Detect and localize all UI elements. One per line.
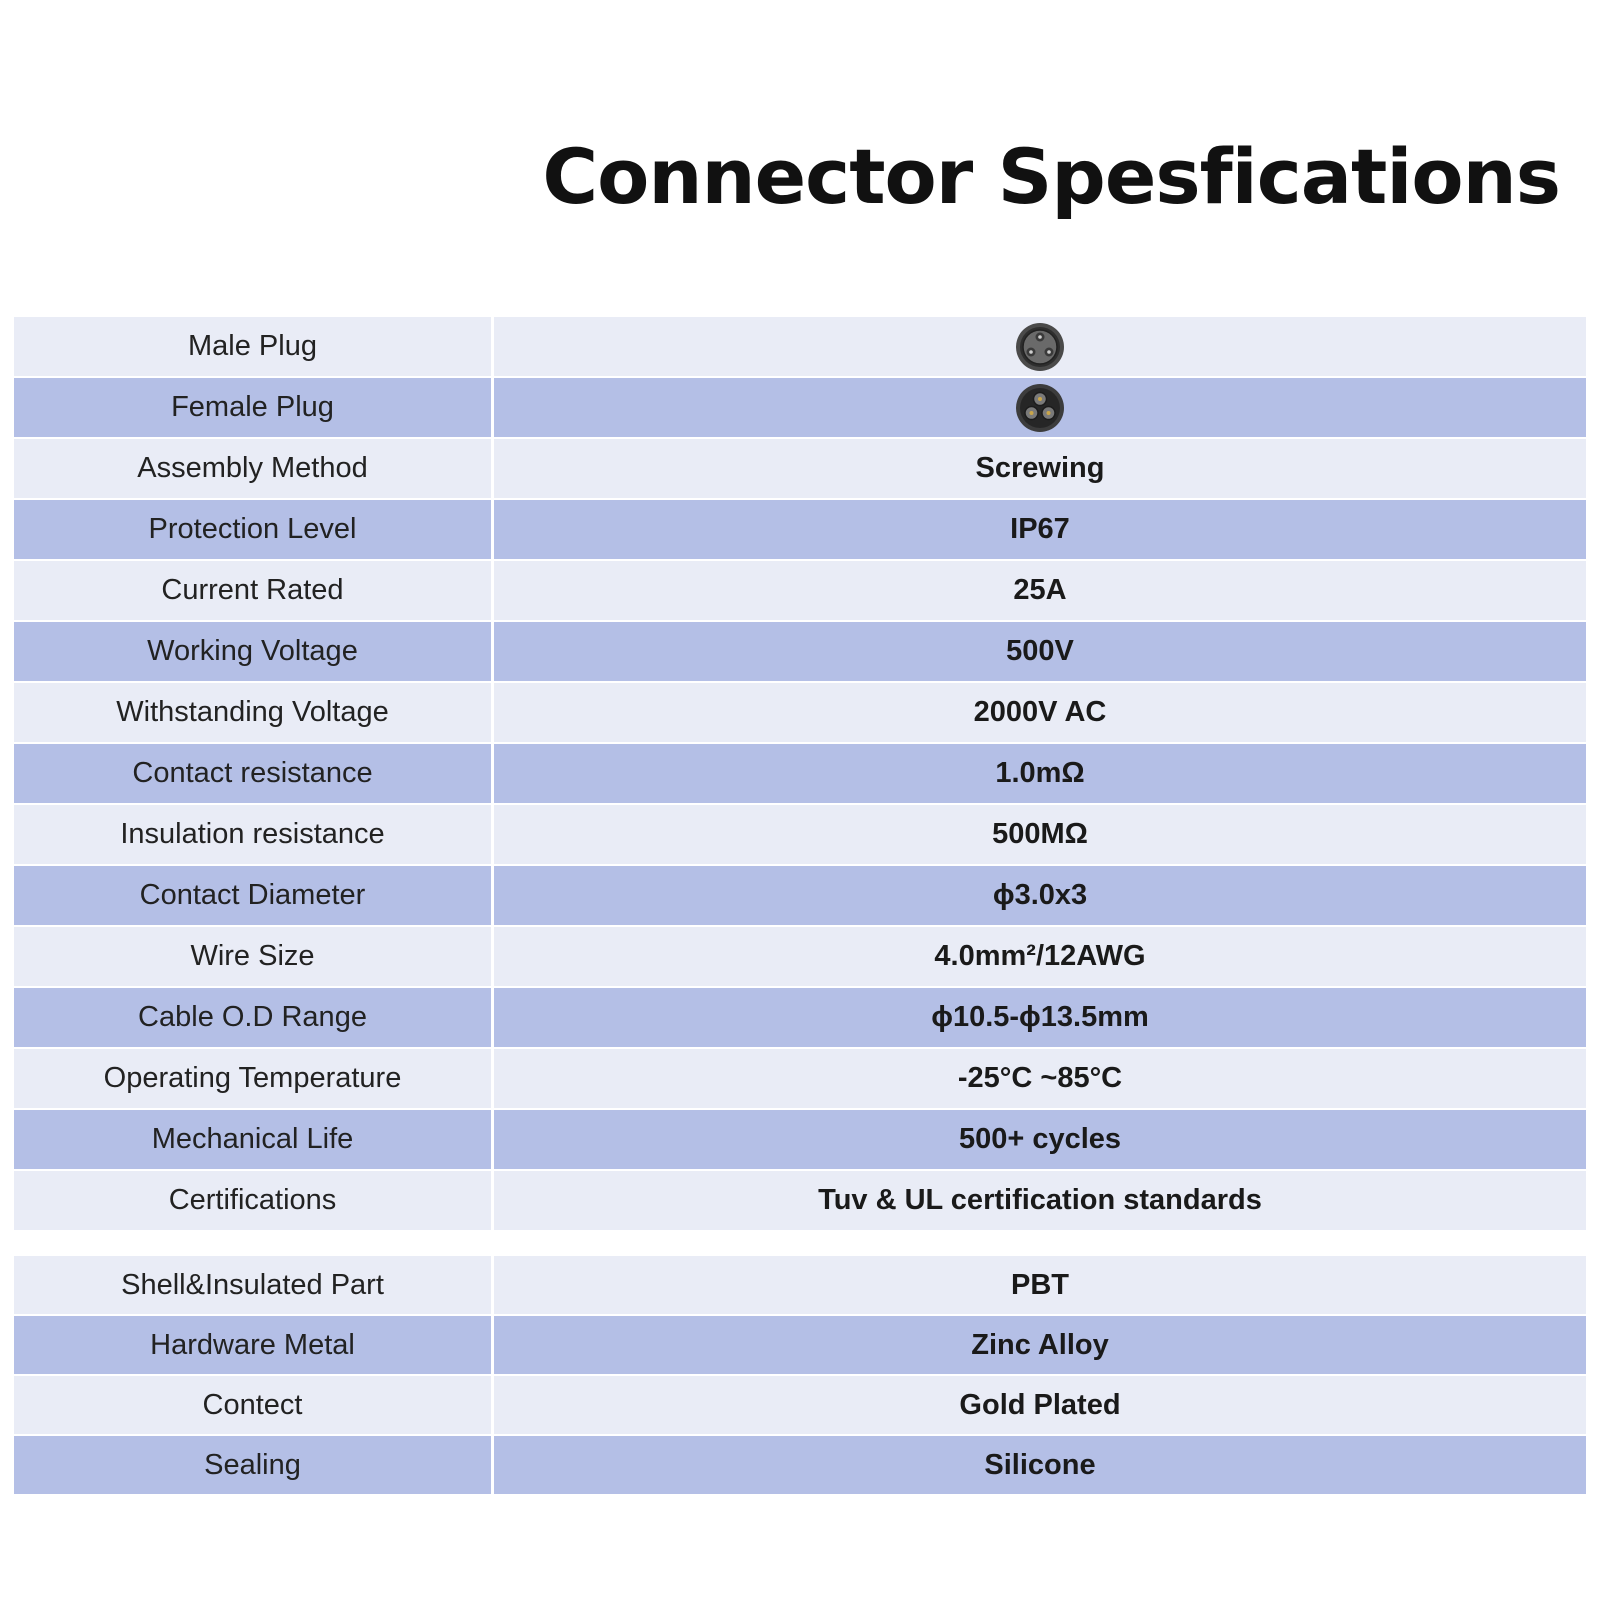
row-label: Male Plug — [14, 317, 494, 376]
table-row: Female Plug — [14, 378, 1586, 439]
table-row: Contact Diameter ϕ3.0x3 — [14, 866, 1586, 927]
row-value: 2000V AC — [973, 696, 1107, 728]
row-label: Mechanical Life — [14, 1110, 494, 1169]
table-row: Contect Gold Plated — [14, 1376, 1586, 1436]
table-row: Contact resistance 1.0mΩ — [14, 744, 1586, 805]
female-plug-icon — [1016, 383, 1064, 432]
page-title: Connector Spesfications — [542, 132, 1561, 221]
row-value: 500V — [1006, 635, 1074, 667]
row-value: IP67 — [1010, 513, 1070, 545]
row-value: -25°C ~85°C — [957, 1062, 1123, 1094]
row-label: Contact Diameter — [14, 866, 494, 925]
row-value: Zinc Alloy — [971, 1328, 1109, 1361]
row-value: Screwing — [975, 452, 1105, 484]
table-row: Male Plug — [14, 317, 1586, 378]
row-value — [494, 378, 1586, 437]
row-value: ϕ3.0x3 — [992, 879, 1088, 911]
table-row: Operating Temperature -25°C ~85°C — [14, 1049, 1586, 1110]
row-label: Female Plug — [14, 378, 494, 437]
materials-table: Shell&Insulated Part PBT Hardware Metal … — [14, 1256, 1586, 1496]
row-label: Certifications — [14, 1171, 494, 1230]
table-row: Withstanding Voltage 2000V AC — [14, 683, 1586, 744]
row-value: Gold Plated — [959, 1388, 1121, 1421]
row-value: 25A — [1013, 574, 1067, 606]
row-label: Assembly Method — [14, 439, 494, 498]
row-label: Insulation resistance — [14, 805, 494, 864]
table-row: Cable O.D Range ϕ10.5-ϕ13.5mm — [14, 988, 1586, 1049]
row-label: Current Rated — [14, 561, 494, 620]
table-row: Wire Size 4.0mm²/12AWG — [14, 927, 1586, 988]
table-row: Certifications Tuv & UL certification st… — [14, 1171, 1586, 1232]
row-label: Working Voltage — [14, 622, 494, 681]
row-value: Tuv & UL certification standards — [818, 1184, 1262, 1216]
table-row: Hardware Metal Zinc Alloy — [14, 1316, 1586, 1376]
row-value — [494, 317, 1586, 376]
table-row: Protection Level IP67 — [14, 500, 1586, 561]
row-label: Wire Size — [14, 927, 494, 986]
table-row: Working Voltage 500V — [14, 622, 1586, 683]
table-row: Shell&Insulated Part PBT — [14, 1256, 1586, 1316]
table-row: Sealing Silicone — [14, 1436, 1586, 1496]
row-value: 1.0mΩ — [995, 757, 1085, 789]
row-label: Contect — [14, 1376, 494, 1434]
row-value: Silicone — [984, 1448, 1096, 1481]
table-row: Assembly Method Screwing — [14, 439, 1586, 500]
row-label: Shell&Insulated Part — [14, 1256, 494, 1314]
specifications-table: Male Plug Female Plug Assembly Me — [14, 317, 1586, 1232]
row-value: 500MΩ — [992, 818, 1088, 850]
row-label: Hardware Metal — [14, 1316, 494, 1374]
row-label: Protection Level — [14, 500, 494, 559]
row-label: Withstanding Voltage — [14, 683, 494, 742]
row-label: Operating Temperature — [14, 1049, 494, 1108]
male-plug-icon — [1016, 322, 1064, 371]
table-row: Insulation resistance 500MΩ — [14, 805, 1586, 866]
row-label: Contact resistance — [14, 744, 494, 803]
table-row: Mechanical Life 500+ cycles — [14, 1110, 1586, 1171]
row-label: Sealing — [14, 1436, 494, 1494]
row-value: PBT — [1011, 1268, 1069, 1301]
row-value: 4.0mm²/12AWG — [934, 940, 1146, 972]
row-label: Cable O.D Range — [14, 988, 494, 1047]
row-value: 500+ cycles — [958, 1123, 1122, 1155]
row-value: ϕ10.5-ϕ13.5mm — [931, 1001, 1149, 1033]
table-row: Current Rated 25A — [14, 561, 1586, 622]
